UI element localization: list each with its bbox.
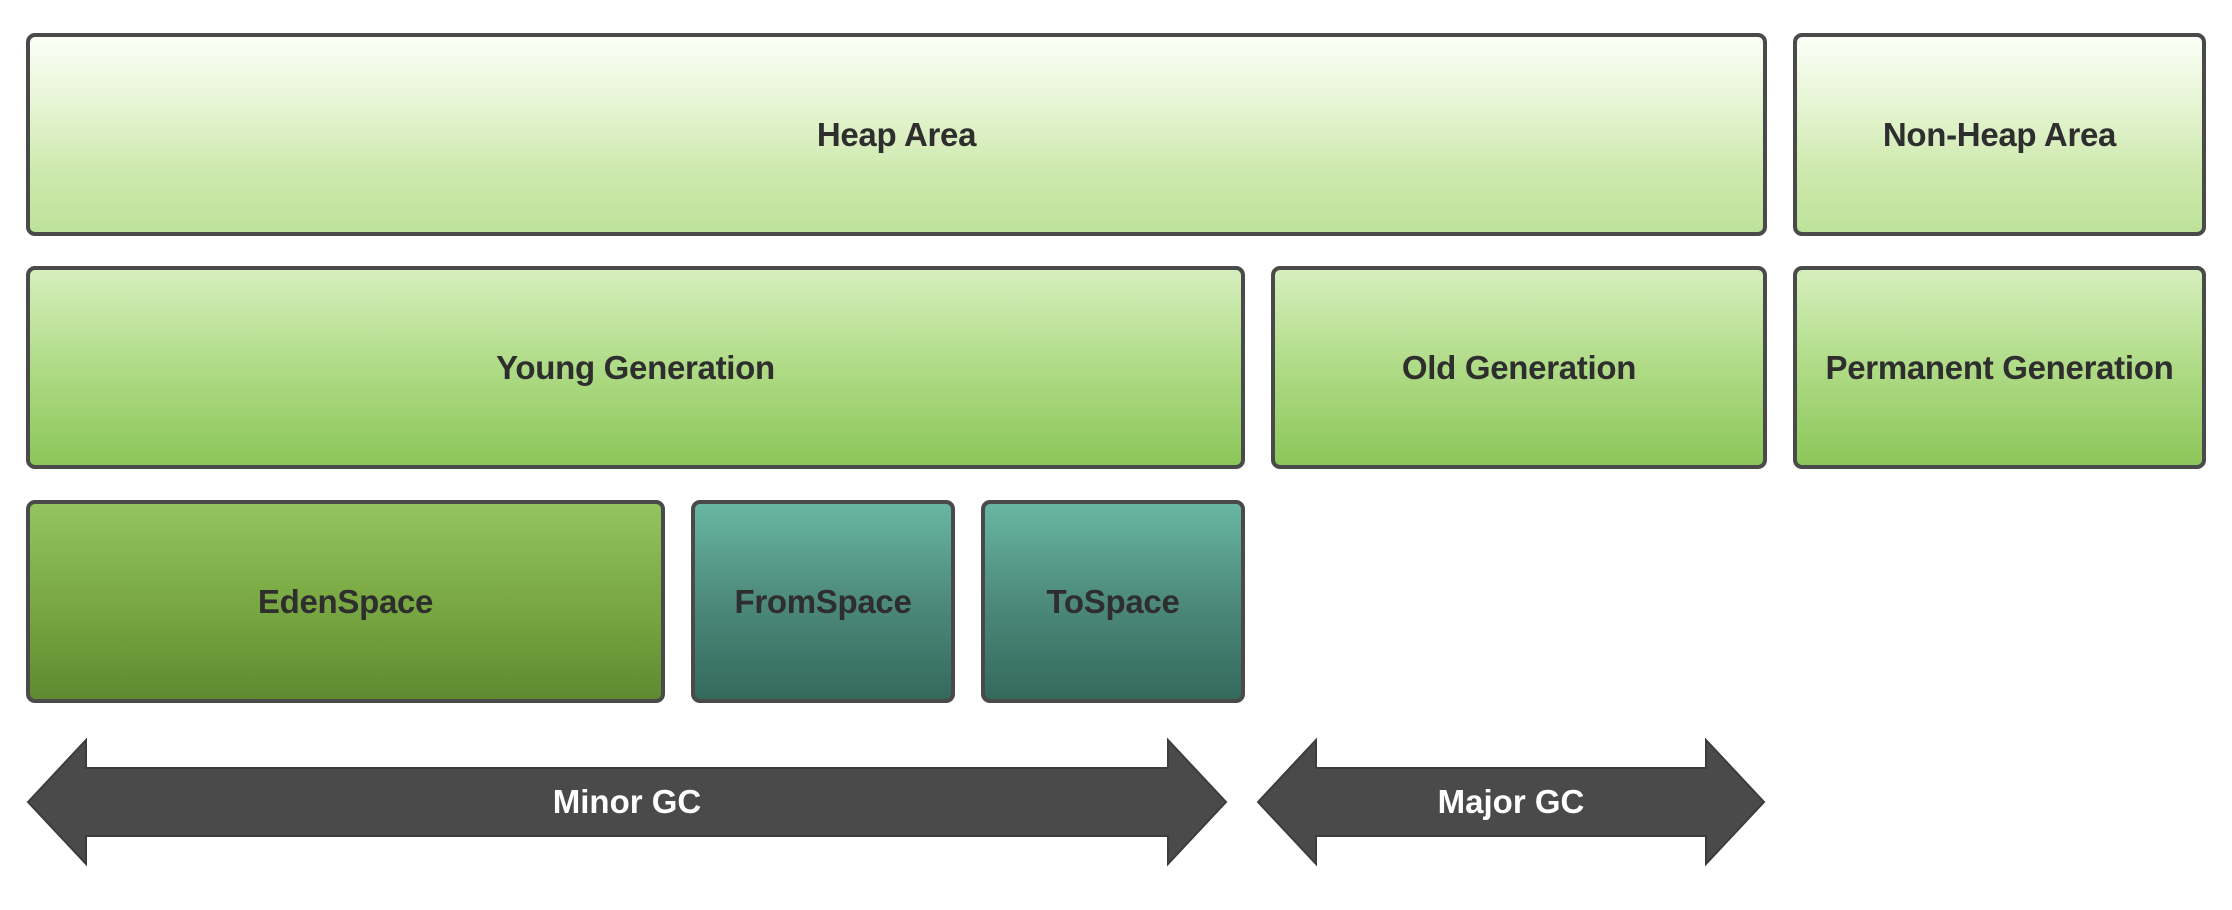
heap-area-label: Heap Area: [816, 115, 977, 153]
young-generation-label: Young Generation: [496, 348, 775, 386]
permanent-generation-label: Permanent Generation: [1825, 348, 2174, 386]
major-gc-arrow-shape: [1256, 737, 1766, 867]
minor-gc-arrow-shape: [26, 737, 1228, 867]
minor-gc-arrow: Minor GC: [26, 737, 1228, 867]
to-space-box: ToSpace: [981, 500, 1245, 703]
from-space-label: FromSpace: [734, 582, 912, 620]
young-generation-box: Young Generation: [26, 266, 1245, 469]
non-heap-area-label: Non-Heap Area: [1882, 115, 2117, 153]
eden-space-label: EdenSpace: [257, 582, 434, 620]
from-space-box: FromSpace: [691, 500, 955, 703]
minor-gc-label: Minor GC: [553, 783, 701, 820]
non-heap-area-box: Non-Heap Area: [1793, 33, 2206, 236]
permanent-generation-box: Permanent Generation: [1793, 266, 2206, 469]
heap-area-box: Heap Area: [26, 33, 1767, 236]
major-gc-label: Major GC: [1438, 783, 1585, 820]
eden-space-box: EdenSpace: [26, 500, 665, 703]
old-generation-label: Old Generation: [1401, 348, 1637, 386]
major-gc-arrow: Major GC: [1256, 737, 1766, 867]
to-space-label: ToSpace: [1046, 582, 1180, 620]
old-generation-box: Old Generation: [1271, 266, 1767, 469]
